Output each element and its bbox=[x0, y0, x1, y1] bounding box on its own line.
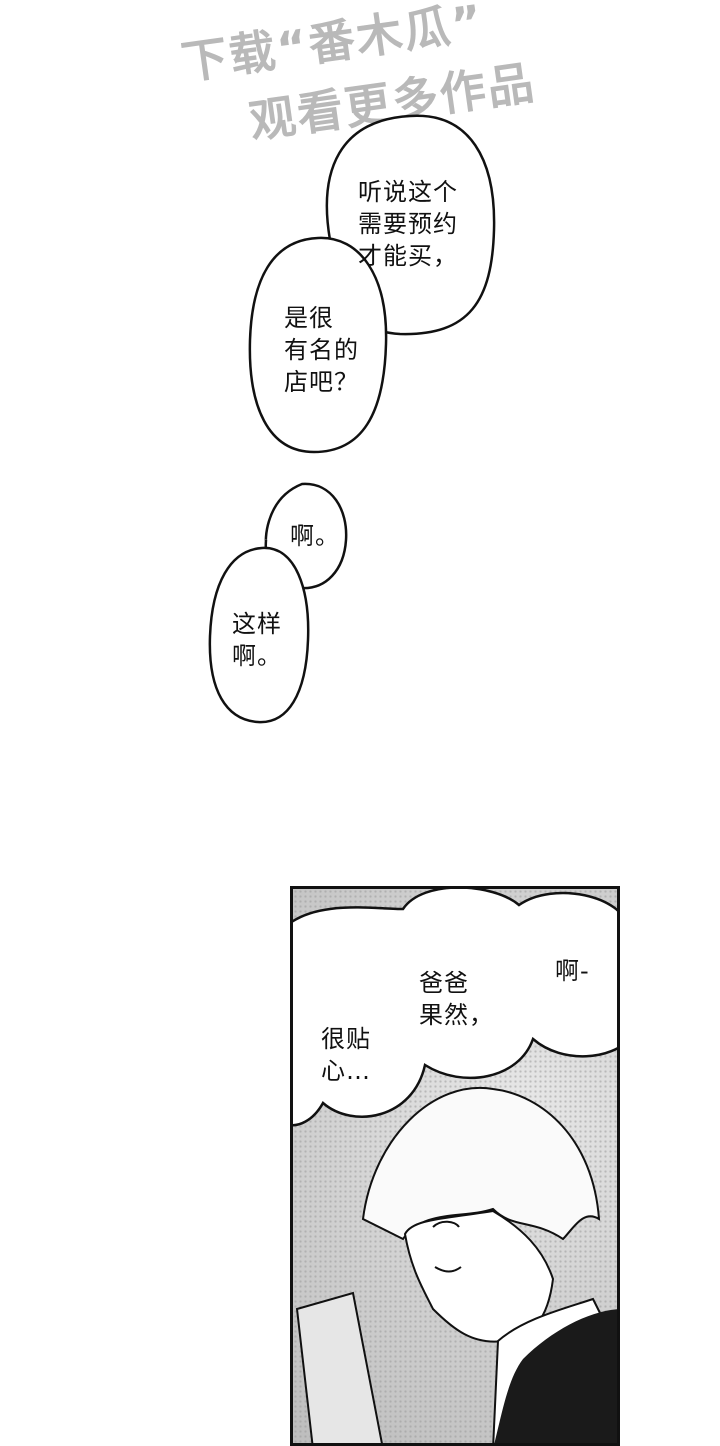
thought-text-2: 爸爸 果然， bbox=[419, 969, 494, 1029]
bubble-text-1: 听说这个 需要预约 才能买， bbox=[358, 178, 458, 270]
bubble-text-2: 是很 有名的 店吧？ bbox=[284, 304, 359, 396]
speech-bubble-outline-2 bbox=[248, 236, 388, 454]
speech-bubble-outline-4 bbox=[208, 546, 310, 724]
bubble-text-4: 这样 啊。 bbox=[232, 610, 282, 670]
comic-panel: 啊- 爸爸 果然， 很贴 心… bbox=[290, 886, 620, 1446]
held-box bbox=[295, 1291, 383, 1443]
upper-speech-bubbles bbox=[208, 114, 496, 724]
boy-sweater bbox=[494, 1309, 617, 1443]
thought-text-1: 啊- bbox=[555, 957, 590, 985]
thought-bubble-outline bbox=[293, 889, 617, 1127]
bubble-text-3: 啊。 bbox=[290, 522, 340, 550]
boy-eye bbox=[432, 1220, 460, 1228]
panel-artwork bbox=[293, 889, 617, 1443]
boy-mouth bbox=[434, 1266, 462, 1273]
thought-text-3: 很贴 心… bbox=[321, 1025, 371, 1085]
